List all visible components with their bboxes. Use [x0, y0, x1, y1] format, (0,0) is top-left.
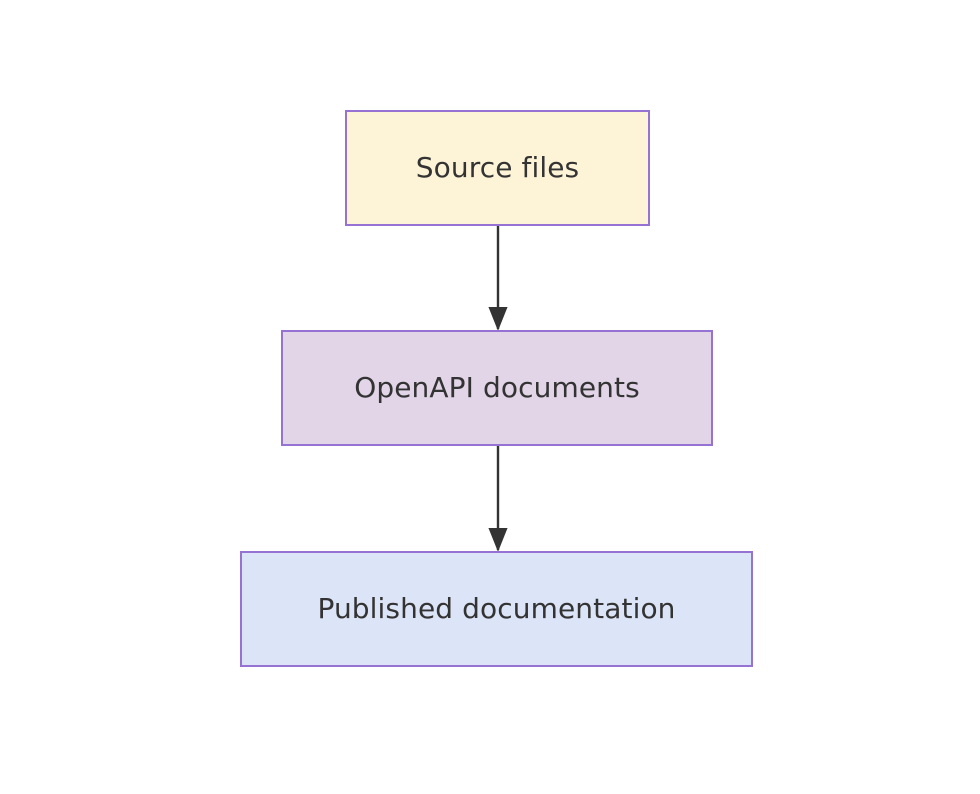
flowchart-node-source-files[interactable]: Source files [345, 110, 650, 226]
flowchart-node-label: Source files [415, 151, 580, 185]
flowchart-node-openapi-documents[interactable]: OpenAPI documents [281, 330, 713, 446]
flowchart-node-label: OpenAPI documents [354, 371, 640, 405]
flowchart-node-published-documentation[interactable]: Published documentation [240, 551, 753, 667]
flowchart-node-label: Published documentation [317, 592, 676, 626]
